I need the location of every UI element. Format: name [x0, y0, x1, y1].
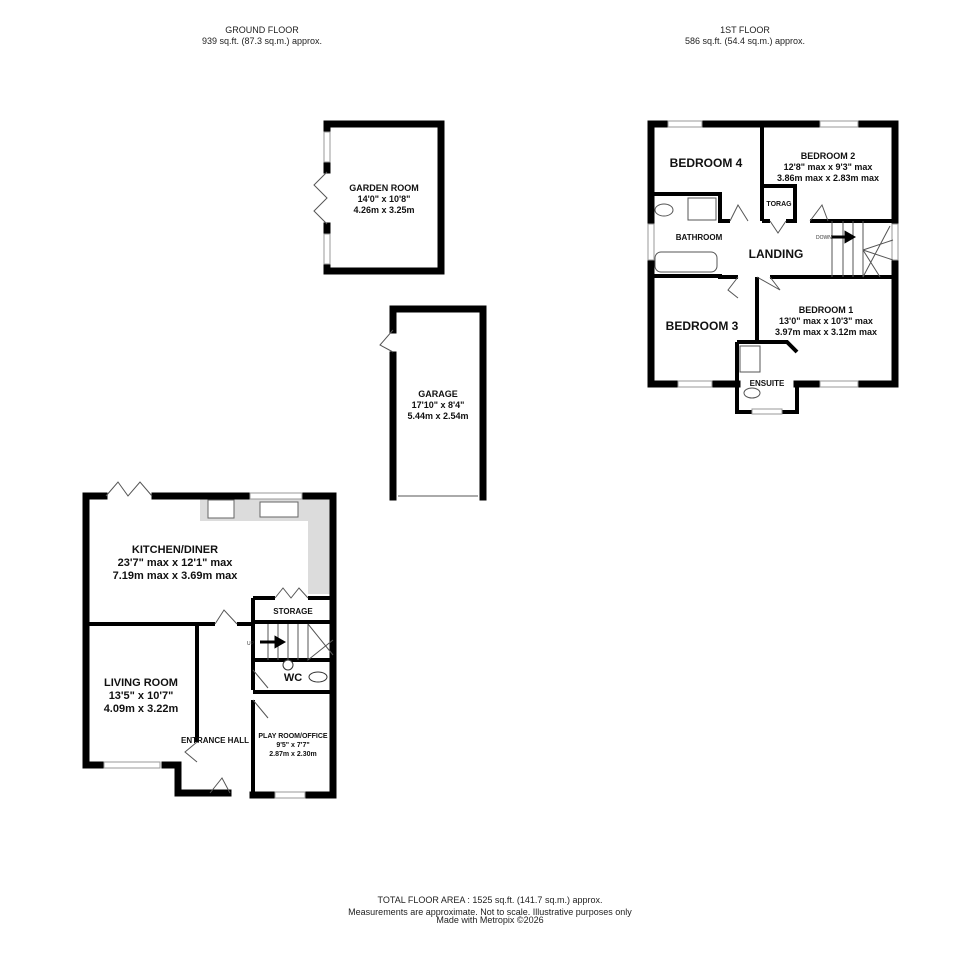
bathroom-label: BATHROOM — [676, 233, 723, 242]
down-arrow-icon — [832, 230, 857, 244]
garden-room-metric: 4.26m x 3.25m — [353, 205, 414, 215]
bedroom1-label: BEDROOM 1 — [799, 305, 854, 315]
credit: Made with Metropix ©2026 — [436, 915, 543, 925]
bedroom1-imperial: 13'0" max x 10'3" max — [779, 316, 873, 326]
garden-room: GARDEN ROOM 14'0" x 10'8" 4.26m x 3.25m — [313, 120, 445, 275]
first-floor-area: 586 sq.ft. (54.4 sq.m.) approx. — [685, 36, 805, 46]
ground-floor-area: 939 sq.ft. (87.3 sq.m.) approx. — [202, 36, 322, 46]
toilet-icon — [654, 203, 674, 217]
wc-label: WC — [284, 672, 302, 684]
ground-floor-main: UP KITCHEN/DINER 23'7" max x 12'1" max 7… — [82, 481, 337, 799]
bath-icon — [654, 251, 718, 273]
storage-label: TORAG — [766, 201, 792, 208]
kitchen-metric: 7.19m max x 3.69m max — [113, 570, 239, 582]
garage-label: GARAGE — [418, 389, 458, 399]
bedroom2-label: BEDROOM 2 — [801, 151, 856, 161]
garage-imperial: 17'10" x 8'4" — [412, 400, 465, 410]
shower-icon — [687, 197, 717, 221]
ensuite-shower-icon — [739, 345, 761, 373]
total-floor-area: TOTAL FLOOR AREA : 1525 sq.ft. (141.7 sq… — [378, 895, 603, 905]
first-floor-title: 1ST FLOOR — [720, 25, 770, 35]
ensuite-label: ENSUITE — [750, 379, 785, 388]
playroom-label: PLAY ROOM/OFFICE — [258, 733, 328, 740]
living-room-metric: 4.09m x 3.22m — [104, 703, 179, 715]
ensuite-toilet-icon — [743, 387, 761, 399]
sink-icon — [259, 501, 299, 518]
basin-icon — [282, 659, 294, 671]
playroom-imperial: 9'5" x 7'7" — [276, 742, 309, 749]
living-room-imperial: 13'5" x 10'7" — [109, 690, 174, 702]
ground-floor-title: GROUND FLOOR — [225, 25, 299, 35]
first-floor: DOWN BEDROOM 4 BEDROOM 2 12'8" max x 9'3… — [647, 120, 899, 415]
garden-room-label: GARDEN ROOM — [349, 183, 419, 193]
bedroom2-imperial: 12'8" max x 9'3" max — [784, 162, 873, 172]
stairs-down-label: DOWN — [816, 235, 832, 241]
entrance-hall-label: ENTRANCE HALL — [181, 736, 249, 745]
bedroom4-label: BEDROOM 4 — [670, 156, 743, 170]
disclaimer: Measurements are approximate. Not to sca… — [348, 907, 632, 917]
up-arrow-icon — [260, 635, 287, 649]
bedroom3-label: BEDROOM 3 — [666, 319, 739, 333]
playroom-metric: 2.87m x 2.30m — [269, 751, 316, 758]
bedroom2-metric: 3.86m max x 2.83m max — [777, 173, 879, 183]
kitchen-imperial: 23'7" max x 12'1" max — [118, 557, 234, 569]
toilet-icon — [308, 671, 328, 683]
garden-room-imperial: 14'0" x 10'8" — [358, 194, 411, 204]
hob-icon — [207, 499, 235, 519]
kitchen-label: KITCHEN/DINER — [132, 544, 218, 556]
garage-metric: 5.44m x 2.54m — [407, 411, 468, 421]
garage: GARAGE 17'10" x 8'4" 5.44m x 2.54m — [379, 305, 487, 501]
landing-label: LANDING — [749, 247, 804, 261]
bedroom1-metric: 3.97m max x 3.12m max — [775, 327, 877, 337]
storage-label: STORAGE — [273, 607, 313, 616]
stairs-up-label: UP — [247, 641, 255, 647]
living-room-label: LIVING ROOM — [104, 677, 178, 689]
